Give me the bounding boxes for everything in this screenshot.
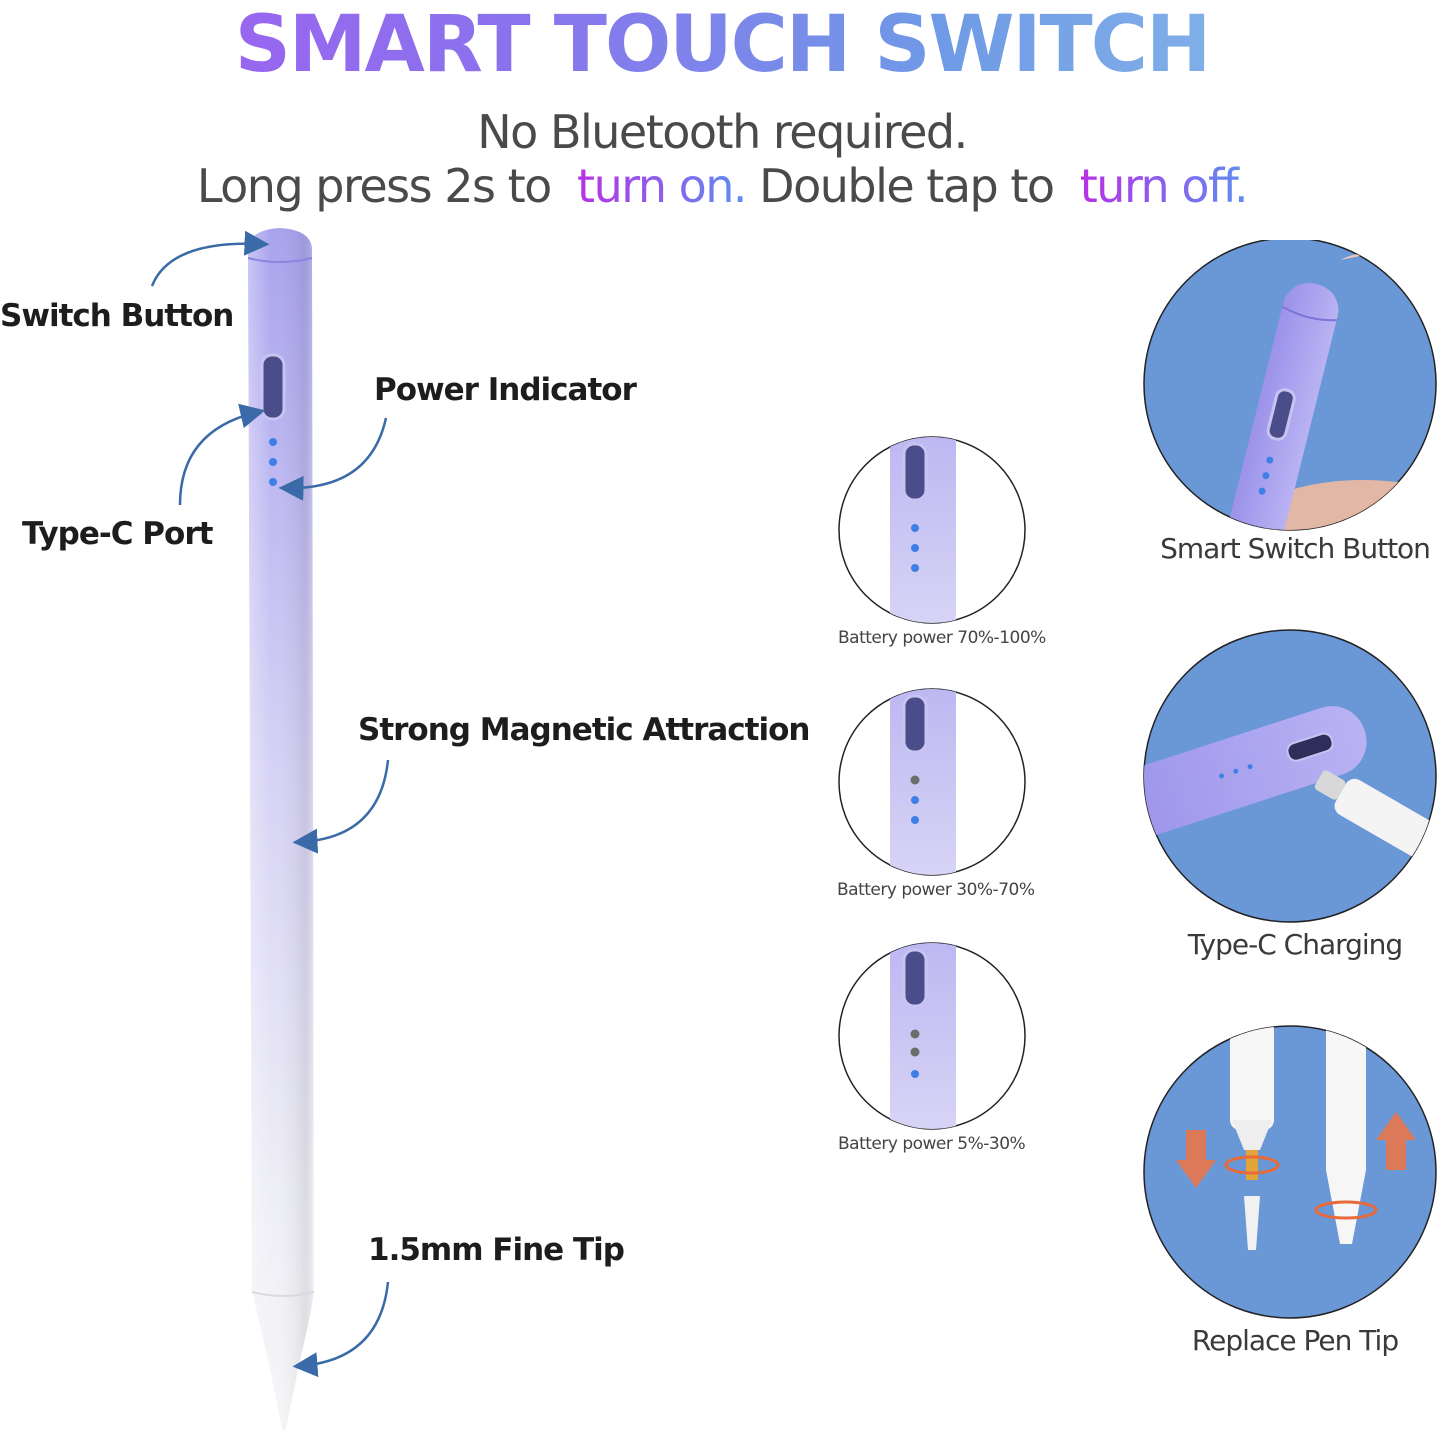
highlight-turn-off: turn off.: [1079, 159, 1249, 213]
power-dot-icon: [269, 478, 277, 486]
label-smart-switch: Smart Switch Button: [1160, 532, 1431, 565]
feature-smart-switch-image: [1143, 240, 1437, 531]
label-switch-button: Switch Button: [0, 298, 234, 334]
arrow-type-c-port: [178, 403, 266, 506]
battery-caption-high: Battery power 70%-100%: [838, 628, 1046, 648]
feature-circles: [1143, 240, 1437, 1319]
page-title: SMART TOUCH SWITCH: [0, 0, 1444, 90]
label-type-c-port: Type-C Port: [22, 516, 213, 552]
subtitle-line-1: No Bluetooth required.: [477, 105, 968, 159]
arrow-power-indicator: [278, 417, 388, 501]
label-magnetic: Strong Magnetic Attraction: [358, 712, 810, 748]
feature-type-c-charging-image: [1143, 629, 1437, 923]
power-dot-icon: [269, 458, 277, 466]
battery-caption-low: Battery power 5%-30%: [838, 1134, 1026, 1154]
arrow-switch-button: [150, 230, 270, 287]
battery-circle-medium: [838, 688, 1026, 876]
label-power-indicator: Power Indicator: [374, 372, 637, 408]
battery-circle-low: [838, 942, 1026, 1130]
battery-levels: [838, 436, 1026, 1130]
battery-circle-high: [838, 436, 1026, 624]
arrow-fine-tip: [292, 1281, 390, 1378]
subtitle-line-2: Long press 2s to turn on. Double tap to …: [0, 158, 1444, 214]
highlight-turn-on: turn on.: [577, 159, 748, 213]
label-replace-tip: Replace Pen Tip: [1191, 1324, 1399, 1357]
type-c-port-icon: [260, 353, 286, 421]
subtitle-text-long-press: Long press 2s to: [196, 159, 552, 213]
battery-caption-medium: Battery power 30%-70%: [837, 880, 1035, 900]
label-type-c-charging: Type-C Charging: [1187, 928, 1403, 961]
subtitle-text-double-tap: Double tap to: [759, 159, 1055, 213]
feature-replace-tip-image: [1143, 1025, 1437, 1319]
arrow-magnetic: [292, 759, 390, 854]
power-dot-icon: [269, 438, 277, 446]
label-fine-tip: 1.5mm Fine Tip: [368, 1232, 625, 1268]
